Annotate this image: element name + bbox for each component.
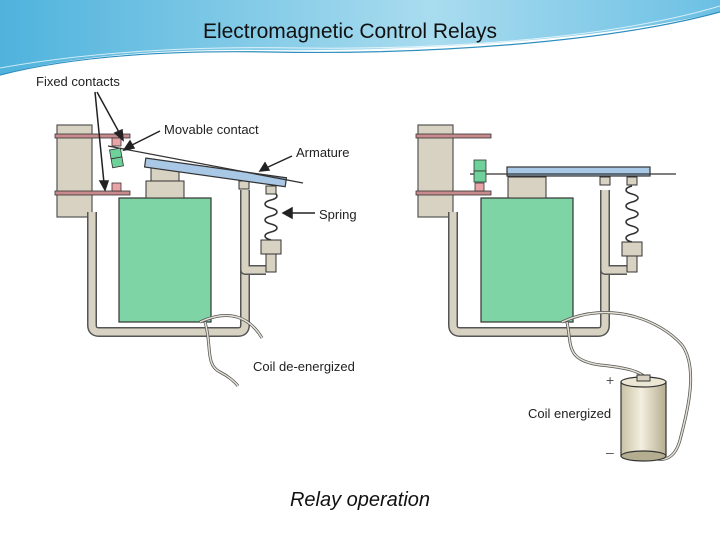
left-relay: Fixed contacts Movable contact Armature … [36, 74, 357, 387]
label-armature: Armature [296, 145, 349, 160]
armature [506, 166, 651, 177]
frame-post [417, 124, 454, 218]
slide-caption: Relay operation [289, 489, 431, 511]
lower-contact-arm [54, 190, 131, 196]
fixed-contact-upper [111, 137, 122, 147]
label-plus: + [606, 372, 614, 388]
spring-nut [621, 241, 643, 257]
coil [118, 197, 212, 323]
fixed-contact-lower [474, 182, 485, 192]
label-minus: – [606, 444, 614, 460]
spring [625, 185, 639, 243]
label-coil-energized: Coil energized [528, 406, 611, 421]
armature [143, 157, 288, 188]
right-relay: + – Coil energized [415, 124, 693, 462]
coil [480, 197, 574, 323]
pole-piece [507, 176, 547, 199]
label-movable-contact: Movable contact [164, 122, 259, 137]
spring-nut [260, 239, 282, 255]
header-wave [0, 0, 720, 76]
spring [264, 191, 278, 241]
label-spring: Spring [319, 207, 357, 222]
movable-contact [473, 159, 487, 172]
label-fixed-contacts: Fixed contacts [36, 74, 120, 89]
upper-contact-arm [54, 133, 131, 139]
fixed-contact-lower [111, 182, 122, 192]
slide-title: Electromagnetic Control Relays [202, 20, 498, 43]
frame-post [56, 124, 93, 218]
callout-arrows [94, 91, 315, 220]
battery [620, 374, 667, 462]
label-coil-de-energized: Coil de-energized [253, 359, 355, 374]
movable-contact [109, 147, 124, 169]
